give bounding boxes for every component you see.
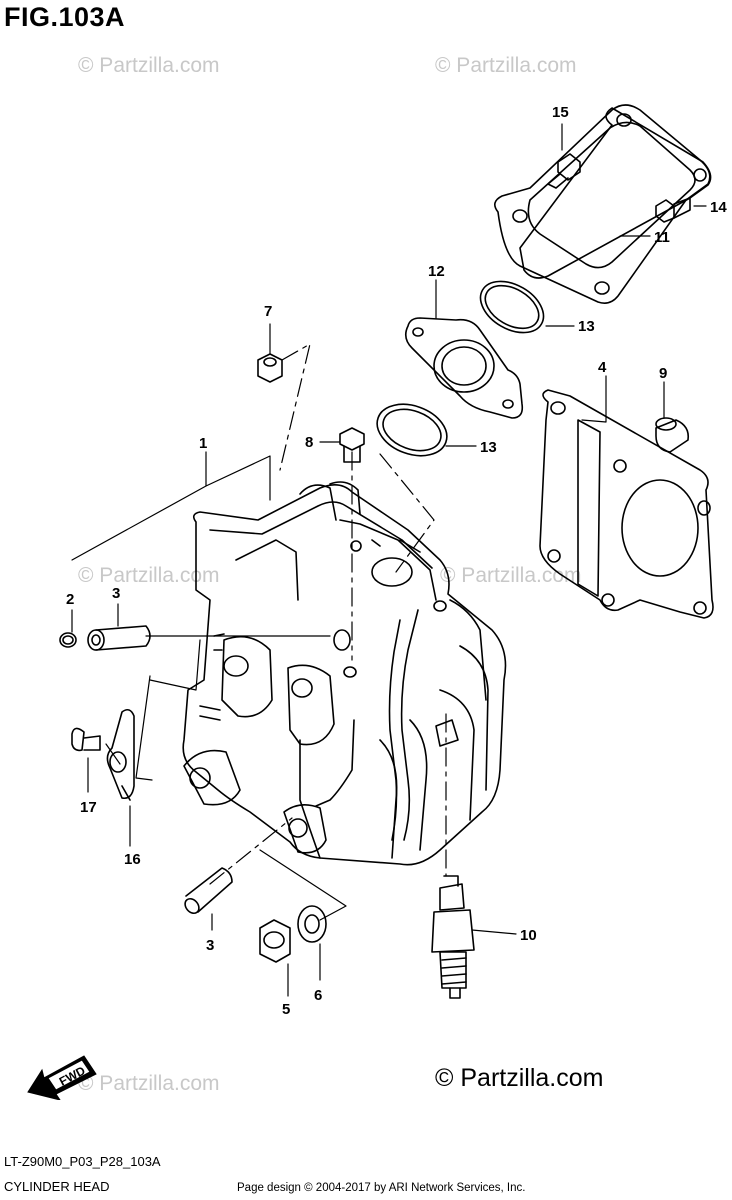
callout-8: 8 [305, 434, 313, 451]
callout-15: 15 [552, 104, 569, 121]
part-12-spacer [404, 317, 524, 419]
part-3-pin [87, 625, 151, 651]
part-4-gasket [539, 389, 714, 619]
callout-3: 3 [112, 585, 120, 602]
part-2-circlip [59, 632, 77, 648]
callout-3: 3 [206, 937, 214, 954]
callout-13: 13 [480, 439, 497, 456]
callout-10: 10 [520, 927, 537, 944]
part-11-intake-pipe [494, 104, 712, 304]
part-5-nut [259, 919, 291, 963]
fwd-arrow-icon: FWD [27, 1055, 97, 1100]
callout-17: 17 [80, 799, 97, 816]
part-13-o-ring [479, 280, 545, 334]
watermark: © Partzilla.com [435, 54, 577, 77]
watermark: © Partzilla.com [78, 1072, 220, 1095]
callout-7: 7 [264, 303, 272, 320]
part-10-spark-plug [431, 875, 475, 999]
callout-2: 2 [66, 591, 74, 608]
watermark-group: © Partzilla.com © Partzilla.com © Partzi… [78, 54, 582, 1095]
callout-11: 11 [654, 229, 670, 246]
page-credit: Page design © 2004-2017 by ARI Network S… [237, 1182, 526, 1194]
callout-4: 4 [598, 359, 607, 376]
callout-5: 5 [282, 1001, 290, 1018]
part-15-bolt [547, 153, 581, 189]
part-13-o-ring [376, 403, 448, 457]
callout-13: 13 [578, 318, 595, 335]
watermark: © Partzilla.com [78, 564, 220, 587]
leader-lines [71, 123, 707, 997]
callout-16: 16 [124, 851, 141, 868]
watermark: © Partzilla.com [440, 564, 582, 587]
figure-title: FIG.103A [4, 2, 126, 32]
callout-6: 6 [314, 987, 322, 1004]
part-7-nut [257, 353, 283, 383]
part-1-cylinder-head [182, 481, 507, 866]
copyright-notice: © Partzilla.com [435, 1064, 604, 1092]
part-14-bolt [655, 197, 691, 223]
callout-9: 9 [659, 365, 667, 382]
part-9-dowel-pin [655, 417, 690, 453]
callout-1: 1 [199, 435, 207, 452]
part-3-pin [184, 867, 233, 915]
part-16-bracket [106, 708, 135, 801]
callout-12: 12 [428, 263, 445, 280]
diagram-code: LT-Z90M0_P03_P28_103A [4, 1154, 161, 1169]
part-6-washer [297, 905, 327, 943]
callout-14: 14 [710, 199, 727, 216]
watermark: © Partzilla.com [78, 54, 220, 77]
part-17-screw [71, 727, 101, 752]
callout-labels: 1 2 3 3 4 5 6 7 8 9 10 11 12 13 13 14 15… [66, 104, 727, 1018]
section-title: CYLINDER HEAD [4, 1179, 110, 1194]
